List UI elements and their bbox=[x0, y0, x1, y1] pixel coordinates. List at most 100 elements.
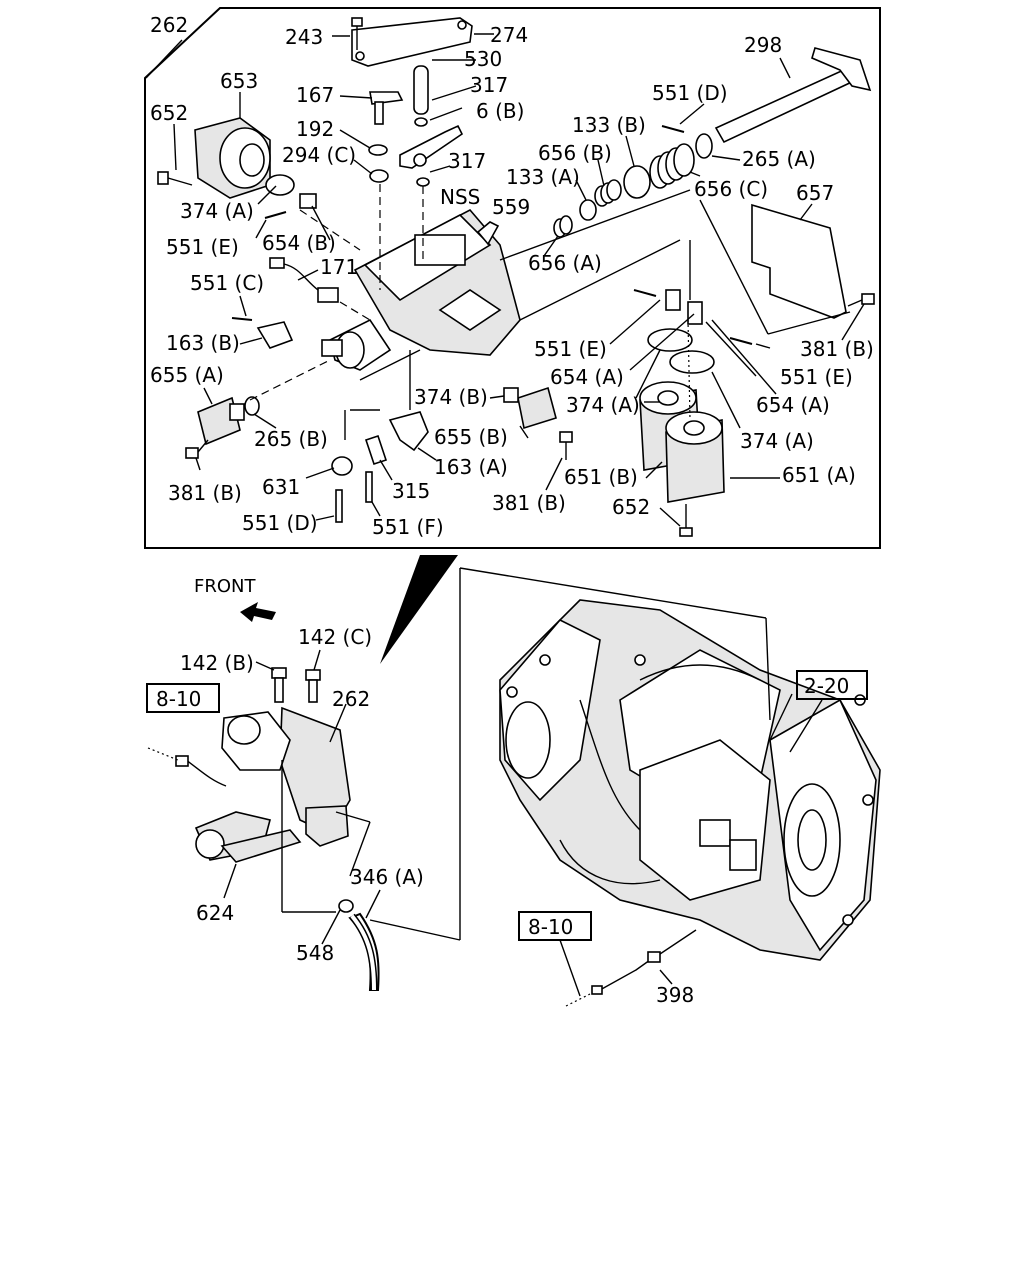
label-656c: 656 (C) bbox=[694, 177, 768, 201]
label-163a: 163 (A) bbox=[434, 455, 508, 479]
label-317-a: 317 bbox=[470, 73, 508, 97]
label-142c: 142 (C) bbox=[298, 625, 372, 649]
label-530: 530 bbox=[464, 47, 502, 71]
part-192-washer bbox=[368, 144, 388, 156]
label-559: 559 bbox=[492, 195, 530, 219]
label-171: 171 bbox=[320, 255, 358, 279]
leader-lines-lower bbox=[223, 649, 381, 945]
label-ref-8-10-right: 8-10 bbox=[528, 915, 573, 939]
label-548: 548 bbox=[296, 941, 334, 965]
label-265b: 265 (B) bbox=[254, 427, 328, 451]
part-167-lever bbox=[369, 91, 404, 125]
label-653: 653 bbox=[220, 69, 258, 93]
label-6b: 6 (B) bbox=[476, 99, 524, 123]
assembly-guide-lines-top bbox=[249, 184, 851, 440]
label-374a-2: 374 (A) bbox=[566, 393, 640, 417]
part-142b-bolt bbox=[271, 667, 287, 703]
part-142c-bolt bbox=[305, 669, 321, 703]
part-655a-switch bbox=[197, 396, 245, 446]
part-631-plug bbox=[331, 456, 353, 476]
label-front: FRONT bbox=[194, 576, 256, 597]
label-652-b: 652 bbox=[612, 495, 650, 519]
label-nss: NSS bbox=[440, 185, 480, 209]
part-551c-pin bbox=[231, 317, 253, 321]
label-274: 274 bbox=[490, 23, 528, 47]
part-243-bolt bbox=[351, 17, 363, 50]
part-298-shaft bbox=[714, 47, 872, 144]
label-654b: 654 (B) bbox=[262, 231, 336, 255]
label-346a: 346 (A) bbox=[350, 865, 424, 889]
label-262-lower: 262 bbox=[332, 687, 370, 711]
ref-box-8-10-right bbox=[518, 911, 592, 941]
part-624-bracket bbox=[220, 829, 302, 863]
label-652-a: 652 bbox=[150, 101, 188, 125]
front-arrow-icon bbox=[240, 602, 276, 622]
lower-right-frame-lines bbox=[459, 567, 793, 741]
part-133b-ring bbox=[623, 165, 651, 199]
label-ref-2-20: 2-20 bbox=[804, 674, 849, 698]
label-624: 624 bbox=[196, 901, 234, 925]
label-551c: 551 (C) bbox=[190, 271, 264, 295]
label-262-top: 262 bbox=[150, 13, 188, 37]
label-655a: 655 (A) bbox=[150, 363, 224, 387]
part-551f-pin bbox=[365, 471, 373, 503]
part-651a-cylinder bbox=[665, 411, 725, 503]
part-652-bolt-left bbox=[157, 171, 193, 186]
part-398-sensor bbox=[559, 929, 697, 1007]
label-551e-2: 551 (E) bbox=[534, 337, 607, 361]
label-551e-1: 551 (E) bbox=[166, 235, 239, 259]
label-298: 298 bbox=[744, 33, 782, 57]
label-ref-8-10-left: 8-10 bbox=[156, 687, 201, 711]
ref-box-2-20 bbox=[796, 670, 868, 700]
part-381b-bolt-right bbox=[847, 293, 875, 307]
label-381b-3: 381 (B) bbox=[492, 491, 566, 515]
part-315-detent bbox=[364, 434, 388, 466]
label-133b: 133 (B) bbox=[572, 113, 646, 137]
label-381b-2: 381 (B) bbox=[168, 481, 242, 505]
part-133a-ring bbox=[579, 199, 597, 221]
label-142b: 142 (B) bbox=[180, 651, 254, 675]
lower-left-frame-lines bbox=[281, 568, 461, 941]
part-656a-spring bbox=[553, 215, 573, 238]
label-381b-1: 381 (B) bbox=[800, 337, 874, 361]
part-656b-spring bbox=[594, 179, 622, 207]
part-656c-spring bbox=[649, 143, 695, 189]
part-655b-switch bbox=[503, 386, 557, 430]
label-133a: 133 (A) bbox=[506, 165, 580, 189]
part-265b-seal bbox=[244, 396, 260, 416]
label-656b: 656 (B) bbox=[538, 141, 612, 165]
label-315: 315 bbox=[392, 479, 430, 503]
label-317-b: 317 bbox=[448, 149, 486, 173]
leader-lines-top bbox=[145, 33, 865, 527]
part-551e-pin bbox=[264, 211, 287, 219]
label-631: 631 bbox=[262, 475, 300, 499]
part-530-pin bbox=[413, 65, 429, 115]
shift-housing bbox=[321, 208, 521, 381]
label-656a: 656 (A) bbox=[528, 251, 602, 275]
part-381b-bolt-left bbox=[185, 439, 209, 459]
label-651b: 651 (B) bbox=[564, 465, 638, 489]
label-167: 167 bbox=[296, 83, 334, 107]
ref-box-8-10-left bbox=[146, 683, 220, 713]
label-551d-2: 551 (D) bbox=[242, 511, 318, 535]
label-654a-2: 654 (A) bbox=[756, 393, 830, 417]
label-398: 398 bbox=[656, 983, 694, 1007]
part-654a-clip-1 bbox=[665, 289, 681, 311]
part-548-clamp bbox=[338, 899, 354, 913]
part-317-washer-b bbox=[416, 177, 430, 187]
part-163b-fork bbox=[256, 321, 294, 349]
part-657-plate bbox=[751, 203, 847, 319]
label-192: 192 bbox=[296, 117, 334, 141]
label-265a: 265 (A) bbox=[742, 147, 816, 171]
label-374a-3: 374 (A) bbox=[740, 429, 814, 453]
label-551d-top: 551 (D) bbox=[652, 81, 728, 105]
label-654a-1: 654 (A) bbox=[550, 365, 624, 389]
label-294c: 294 (C) bbox=[282, 143, 356, 167]
detail-callout-wedge bbox=[380, 555, 458, 664]
part-652-bolt-bottom bbox=[679, 504, 693, 537]
wire-dotted-left bbox=[147, 747, 179, 761]
part-551d-pin-bottom bbox=[335, 489, 343, 523]
part-171-sensor bbox=[269, 257, 339, 303]
detail-box-border bbox=[144, 7, 881, 549]
